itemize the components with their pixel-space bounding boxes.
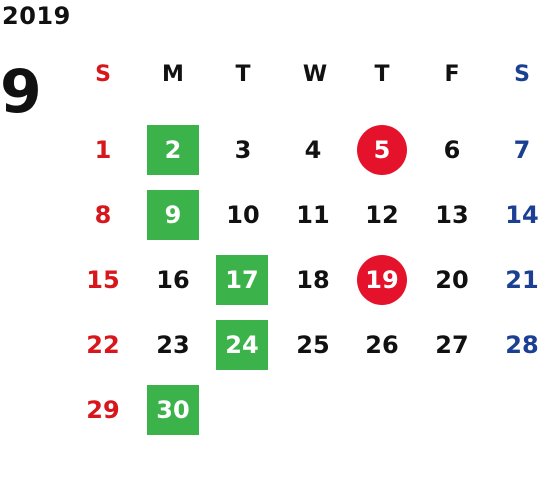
- day-cell[interactable]: 25: [296, 331, 330, 359]
- day-cell[interactable]: 1: [94, 136, 112, 164]
- day-cell[interactable]: 6: [443, 136, 461, 164]
- month-number: 9: [0, 57, 42, 127]
- weekday-header-row: S M T W T F S: [70, 50, 548, 110]
- day-cell[interactable]: 22: [86, 331, 120, 359]
- week-row: 15 16 17 18 19 20 21: [70, 255, 548, 315]
- day-cell[interactable]: 13: [435, 201, 469, 229]
- day-cell[interactable]: 11: [296, 201, 330, 229]
- day-cell[interactable]: 4: [304, 136, 322, 164]
- day-cell[interactable]: 10: [226, 201, 260, 229]
- day-cell-highlight-green[interactable]: 24: [216, 320, 268, 370]
- day-cell[interactable]: 26: [365, 331, 399, 359]
- day-number: 5: [373, 136, 391, 164]
- week-row: 22 23 24 25 26 27 28: [70, 320, 548, 380]
- weekday-tue: T: [235, 62, 251, 87]
- day-cell-highlight-red[interactable]: 19: [356, 255, 408, 305]
- day-cell[interactable]: 21: [505, 266, 539, 294]
- weekday-wed: W: [302, 62, 328, 87]
- day-cell[interactable]: 8: [94, 201, 112, 229]
- day-cell[interactable]: 14: [505, 201, 539, 229]
- day-cell[interactable]: 3: [234, 136, 252, 164]
- day-cell-highlight-red[interactable]: 5: [356, 125, 408, 175]
- day-number: 19: [365, 266, 399, 294]
- weekday-sun: S: [95, 62, 111, 87]
- week-row: 1 2 3 4 5 6 7: [70, 125, 548, 185]
- day-cell-highlight-green[interactable]: 2: [147, 125, 199, 175]
- weekday-mon: M: [162, 62, 184, 87]
- day-cell-highlight-green[interactable]: 9: [147, 190, 199, 240]
- weekday-thu: T: [374, 62, 390, 87]
- year-label: 2019: [2, 2, 71, 30]
- day-cell[interactable]: 27: [435, 331, 469, 359]
- day-cell[interactable]: 15: [86, 266, 120, 294]
- day-cell[interactable]: 28: [505, 331, 539, 359]
- day-cell[interactable]: 20: [435, 266, 469, 294]
- day-cell[interactable]: 29: [86, 396, 120, 424]
- week-row: 29 30: [70, 385, 548, 445]
- week-row: 8 9 10 11 12 13 14: [70, 190, 548, 250]
- day-cell[interactable]: 16: [156, 266, 190, 294]
- day-cell[interactable]: 12: [365, 201, 399, 229]
- day-cell[interactable]: 18: [296, 266, 330, 294]
- day-cell-highlight-green[interactable]: 30: [147, 385, 199, 435]
- weekday-fri: F: [444, 62, 460, 87]
- day-cell-highlight-green[interactable]: 17: [216, 255, 268, 305]
- weekday-sat: S: [514, 62, 530, 87]
- day-cell[interactable]: 23: [156, 331, 190, 359]
- day-cell[interactable]: 7: [513, 136, 531, 164]
